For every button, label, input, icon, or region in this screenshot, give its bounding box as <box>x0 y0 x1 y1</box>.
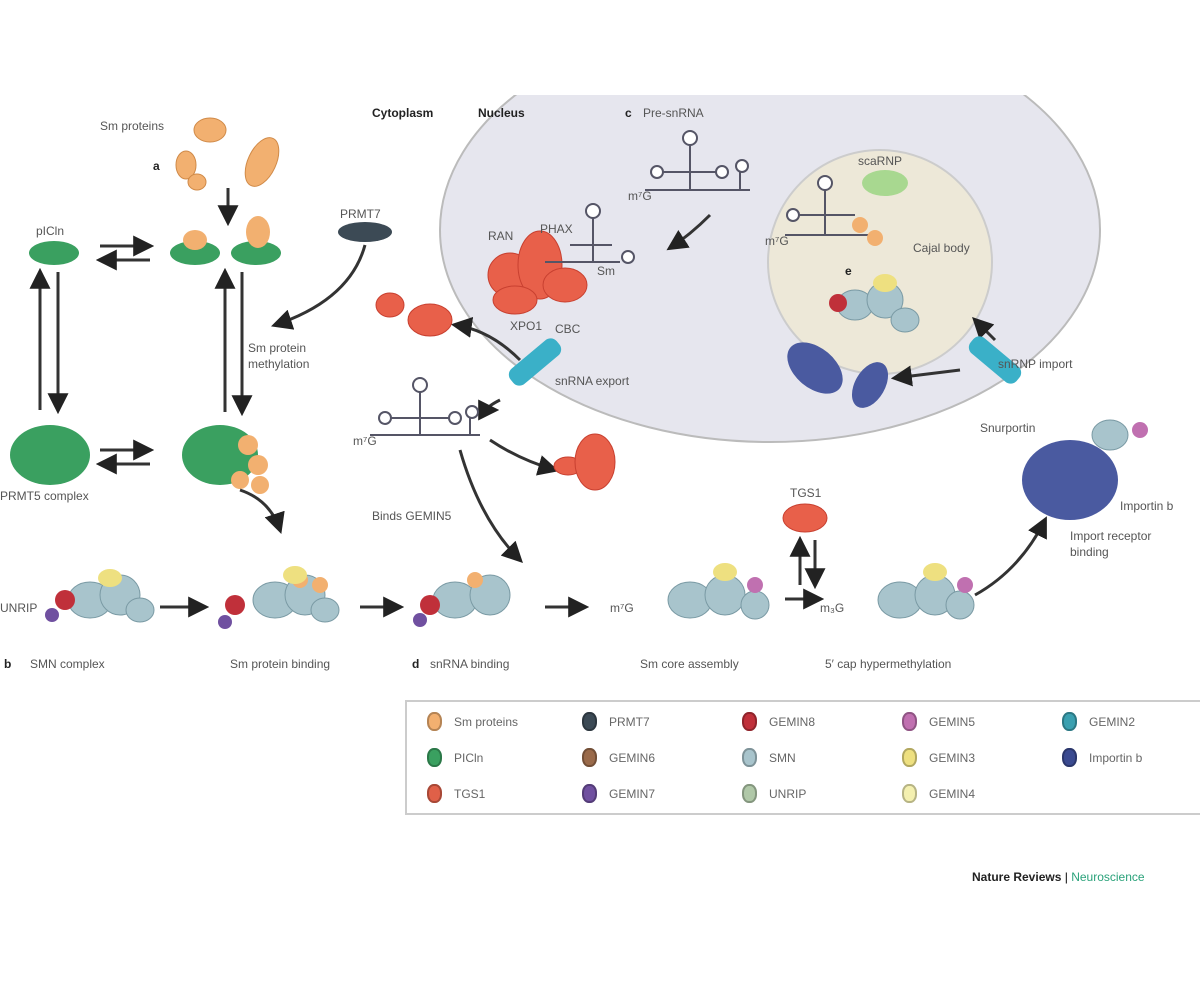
legend-swatch-icon <box>742 748 757 767</box>
legend-label: TGS1 <box>454 786 486 801</box>
label-prmt7: PRMT7 <box>340 207 381 221</box>
label-prmt5-complex: PRMT5 complex <box>0 489 89 503</box>
label-cajal-body: Cajal body <box>913 241 970 255</box>
legend-item: SMN <box>742 748 796 767</box>
label-m3g: m₃G <box>820 601 844 615</box>
panel-b: b <box>4 657 11 671</box>
legend-item: Importin b <box>1062 748 1142 767</box>
label-import-receptor: Import receptor <box>1070 529 1151 543</box>
legend-swatch-icon <box>582 712 597 731</box>
journal-name: Neuroscience <box>1071 870 1145 884</box>
label-cap-hypermethylation: 5′ cap hypermethylation <box>825 657 951 671</box>
label-pre-snrna: Pre-snRNA <box>643 106 704 120</box>
tgs1-protein <box>782 503 828 533</box>
legend-item: GEMIN5 <box>902 712 975 731</box>
export-channel <box>508 338 562 386</box>
legend-swatch-icon <box>427 784 442 803</box>
legend-swatch-icon <box>902 712 917 731</box>
label-xpo1: XPO1 <box>510 319 542 333</box>
label-tgs1: TGS1 <box>790 486 822 500</box>
label-sm-methylation: Sm protein <box>248 341 306 355</box>
credit-separator: | <box>1064 870 1068 884</box>
import-channel <box>968 336 1022 384</box>
label-phax: PHAX <box>540 222 573 236</box>
label-m7g-3: m⁷G <box>765 234 789 248</box>
legend-item: PRMT7 <box>582 712 650 731</box>
panel-c: c <box>625 106 632 120</box>
label-sm-core-assembly: Sm core assembly <box>640 657 739 671</box>
legend-label: GEMIN6 <box>609 750 656 765</box>
sm-proteins-free <box>175 117 280 191</box>
panel-d: d <box>412 657 419 671</box>
prmt7-protein <box>338 222 392 242</box>
label-cytoplasm: Cytoplasm <box>372 106 433 120</box>
legend-swatch-icon <box>427 748 442 767</box>
label-m7g-4: m⁷G <box>610 601 634 615</box>
legend-swatch-icon <box>902 748 917 767</box>
credit: Nature Reviews | Neuroscience <box>972 870 1145 884</box>
label-binds-gemin5: Binds GEMIN5 <box>372 509 452 523</box>
scarnp-protein <box>862 170 908 196</box>
legend-item: GEMIN4 <box>902 784 975 803</box>
label-importin-b: Importin b <box>1120 499 1174 513</box>
label-picln: pICln <box>36 224 64 238</box>
label-m7g-2: m⁷G <box>353 434 377 448</box>
label-smn-complex: SMN complex <box>30 657 105 671</box>
label-import-receptor-2: binding <box>1070 545 1109 559</box>
label-sm-protein-binding: Sm protein binding <box>230 657 330 671</box>
legend-swatch-icon <box>902 784 917 803</box>
label-snrna-export: snRNA export <box>555 374 630 388</box>
legend-item: TGS1 <box>427 784 485 803</box>
legend-item: GEMIN7 <box>582 784 655 803</box>
label-ran: RAN <box>488 229 513 243</box>
legend-item: GEMIN3 <box>902 748 975 767</box>
legend-item: GEMIN2 <box>1062 712 1135 731</box>
label-sm-proteins: Sm proteins <box>100 119 164 133</box>
legend-label: GEMIN7 <box>609 786 656 801</box>
legend-swatch-icon <box>582 784 597 803</box>
panel-e: e <box>845 264 852 278</box>
legend-item: GEMIN6 <box>582 748 655 767</box>
legend-swatch-icon <box>1062 748 1077 767</box>
label-snrnp-import: snRNP import <box>998 357 1073 371</box>
legend-label: Importin b <box>1089 750 1143 765</box>
label-sm: Sm <box>597 264 615 278</box>
legend-label: Sm proteins <box>454 714 519 729</box>
legend-label: SMN <box>769 750 796 765</box>
legend-label: GEMIN5 <box>929 714 976 729</box>
legend-label: UNRIP <box>769 786 807 801</box>
snrna-structures <box>370 130 870 436</box>
label-snurportin: Snurportin <box>980 421 1035 435</box>
legend-swatch-icon <box>427 712 442 731</box>
legend-label: GEMIN2 <box>1089 714 1136 729</box>
legend-swatch-icon <box>582 748 597 767</box>
legend-swatch-icon <box>1062 712 1077 731</box>
legend-swatch-icon <box>742 712 757 731</box>
legend-label: PICln <box>454 750 484 765</box>
legend-swatch-icon <box>742 784 757 803</box>
legend-item: GEMIN8 <box>742 712 815 731</box>
label-nucleus: Nucleus <box>478 106 525 120</box>
label-unrip: UNRIP <box>0 601 37 615</box>
legend-label: GEMIN3 <box>929 750 976 765</box>
legend-label: PRMT7 <box>609 714 650 729</box>
legend-item: UNRIP <box>742 784 806 803</box>
label-sm-methylation-2: methylation <box>248 357 309 371</box>
legend-label: GEMIN8 <box>769 714 816 729</box>
export-complex <box>375 230 828 533</box>
label-cbc: CBC <box>555 322 581 336</box>
prmt5-complex <box>10 425 90 485</box>
picln-protein <box>29 241 79 265</box>
legend-label: GEMIN4 <box>929 786 976 801</box>
legend-item: PICln <box>427 748 483 767</box>
label-scarnp: scaRNP <box>858 154 902 168</box>
publisher: Nature Reviews <box>972 870 1062 884</box>
smn-complex-assemblies <box>45 217 1148 629</box>
legend-item: Sm proteins <box>427 712 518 731</box>
panel-a: a <box>153 159 160 173</box>
label-snrna-binding: snRNA binding <box>430 657 509 671</box>
label-m7g-1: m⁷G <box>628 189 652 203</box>
